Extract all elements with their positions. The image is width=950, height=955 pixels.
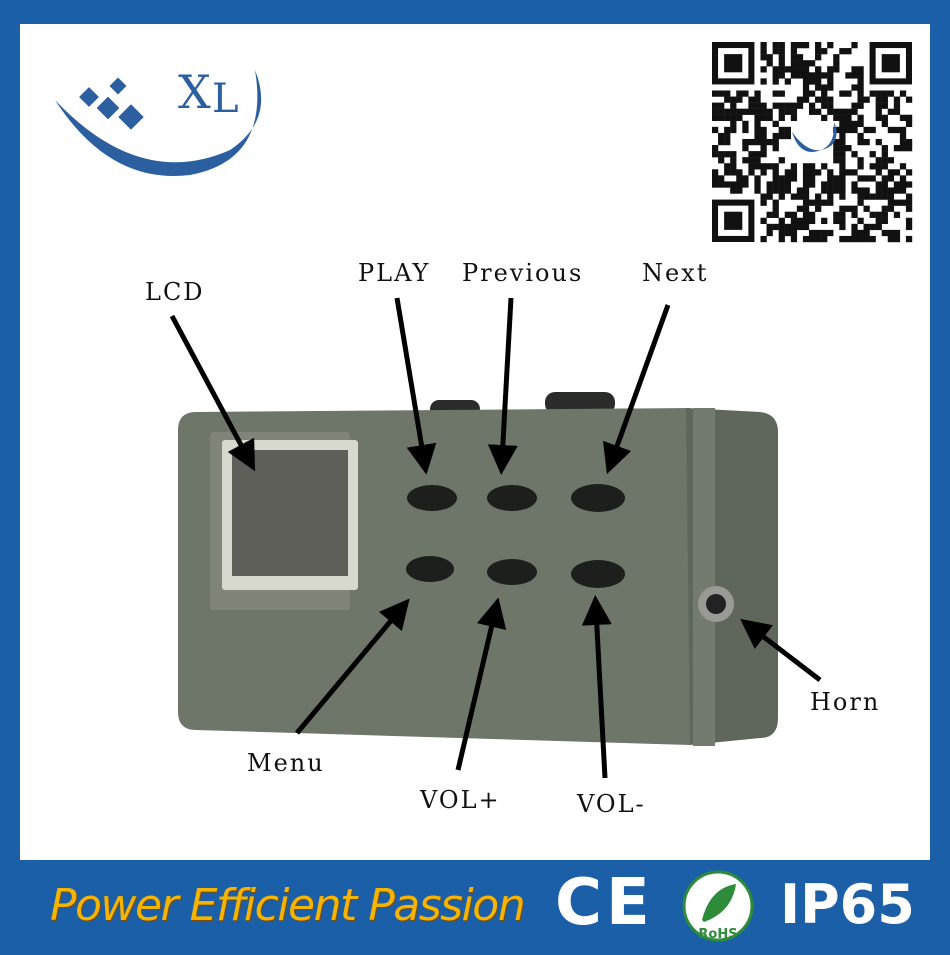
rohs-badge: RoHS	[682, 870, 754, 942]
callout-arrows	[169, 297, 822, 779]
device	[178, 392, 778, 746]
logo-x: X	[178, 65, 211, 119]
lcd-label: LCD	[145, 278, 205, 306]
menu-label: Menu	[247, 749, 325, 777]
footer-bar	[0, 860, 950, 955]
logo-l: L	[212, 76, 239, 122]
previous-label: Previous	[462, 259, 584, 287]
horn-label: Horn	[810, 688, 881, 716]
horn-arrow	[740, 618, 822, 682]
lcd-arrow	[169, 314, 256, 472]
play-arrow	[394, 297, 437, 475]
volminus-arrow	[581, 595, 612, 779]
leaf-icon	[702, 884, 736, 922]
ce-mark: CE	[555, 866, 654, 940]
next-label: Next	[642, 259, 709, 287]
previous-arrow	[487, 297, 518, 475]
next-arrow	[602, 304, 671, 475]
ip-rating: IP65	[780, 873, 915, 936]
slogan-text: Power Efficient Passion	[50, 880, 526, 931]
brand-logo: X L	[55, 65, 262, 177]
rohs-text: RoHS	[698, 927, 737, 942]
qr-code	[712, 42, 913, 243]
vol-plus-label: VOL+	[420, 786, 501, 814]
vol-minus-label: VOL-	[577, 790, 646, 818]
volplus-arrow	[455, 597, 507, 771]
play-label: PLAY	[358, 259, 431, 287]
menu-arrow	[295, 598, 410, 735]
